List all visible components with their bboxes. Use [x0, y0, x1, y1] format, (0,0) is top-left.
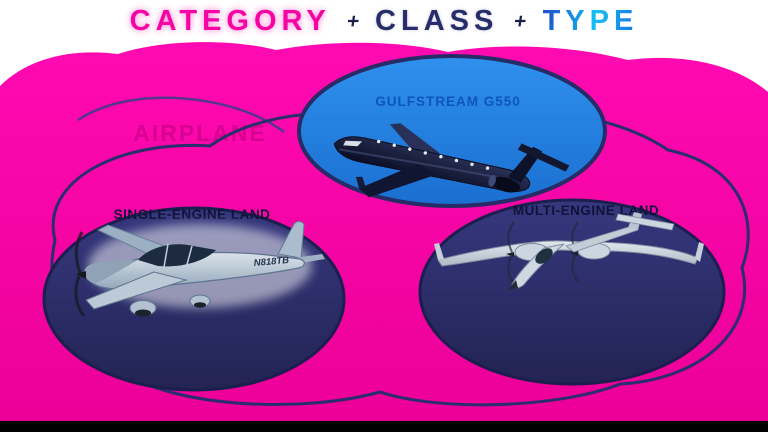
registration-number: N818TB — [253, 255, 289, 269]
class-single-label: SINGLE-ENGINE LAND — [114, 207, 271, 222]
title-category: CATEGORY — [129, 5, 331, 37]
class-multi-label: MULTI-ENGINE LAND — [513, 203, 659, 218]
piston-single-image: N818TB — [74, 221, 325, 317]
plus-icon: + — [512, 9, 529, 33]
category-cloud-label: AIRPLANE — [133, 120, 267, 146]
jet-window-row — [376, 139, 490, 170]
piston-twin-image — [434, 212, 704, 290]
class-cloud-multi — [418, 198, 726, 386]
airplane-cloud-outline — [50, 109, 750, 407]
plus-icon: + — [345, 9, 361, 33]
page-title: CATEGORY + CLASS + TYPE — [0, 5, 768, 38]
title-class: CLASS — [375, 5, 499, 37]
title-type: TYPE — [542, 5, 639, 37]
bottom-bar — [0, 421, 768, 432]
cloud-swoosh-line — [77, 96, 285, 134]
type-cloud — [297, 54, 607, 208]
type-cloud-label: GULFSTREAM G550 — [375, 94, 521, 109]
business-jet-image — [333, 123, 570, 198]
